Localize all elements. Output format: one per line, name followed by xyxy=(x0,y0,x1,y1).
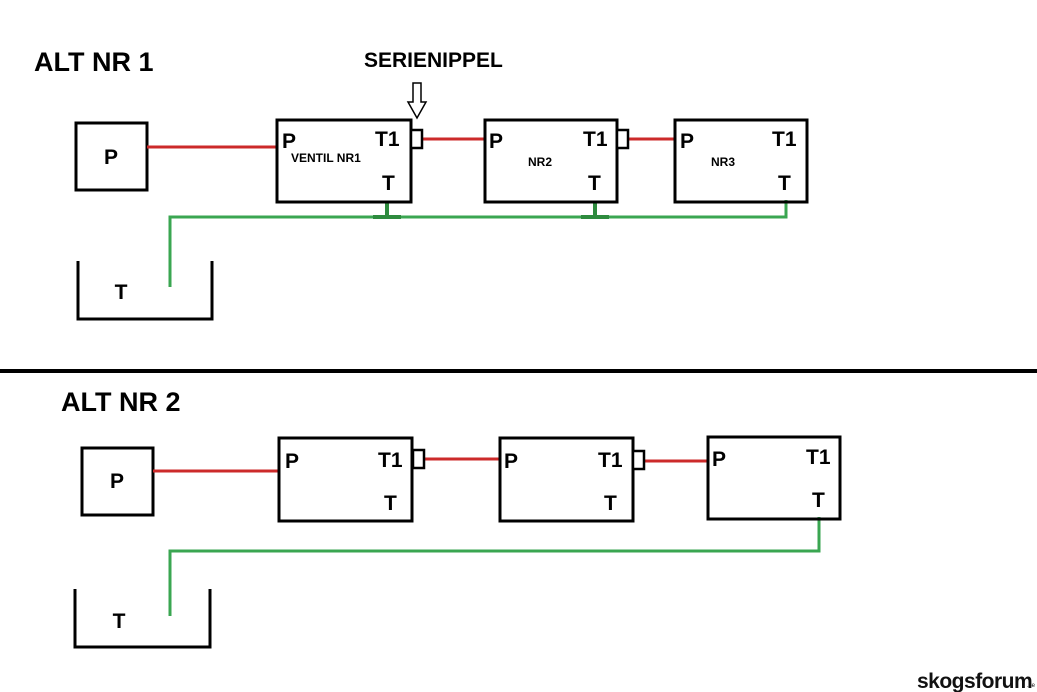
alt2-tank-label: T xyxy=(113,610,126,633)
alt2-valve-1-port-t1: T1 xyxy=(378,449,403,472)
alt2-return-line xyxy=(168,517,821,616)
alt1-tee-fitting-1 xyxy=(373,203,401,219)
alt2-valve-3-port-t1: T1 xyxy=(806,446,831,469)
watermark: skogsforum .se xyxy=(917,670,1036,692)
alt2-valve-3-port-p: P xyxy=(712,448,726,471)
alt2-pump-label: P xyxy=(110,470,124,493)
alt2-valve-2-port-t: T xyxy=(604,492,617,515)
alt1-valve-2-series-nipple xyxy=(615,128,630,150)
alt1-pump-box xyxy=(74,121,149,192)
alt2-valve-1-port-p: P xyxy=(285,450,299,473)
serienippel-callout-label: SERIENIPPEL xyxy=(364,49,503,72)
alt1-valve-1-box xyxy=(275,118,413,204)
alt2-valve-1: P T1 T xyxy=(277,436,426,523)
alt1-pump-label: P xyxy=(104,146,118,169)
alt1-tank-label: T xyxy=(115,281,128,304)
alt2-valve-3: P T1 T xyxy=(706,435,842,521)
alt2-tank xyxy=(73,589,212,649)
alt1-valve-1-series-nipple xyxy=(409,128,424,150)
alt2-pump-box xyxy=(80,446,155,517)
alt2-valve-1-series-nipple xyxy=(411,448,426,470)
alt2-valve-1-port-t: T xyxy=(384,492,397,515)
alt1-valve-1-port-t: T xyxy=(382,172,395,195)
alt2-valve-2-series-nipple xyxy=(631,449,646,471)
watermark-text: skogsforum xyxy=(917,670,1032,692)
alt2-title: ALT NR 2 xyxy=(61,387,181,417)
alt2-valve-2-box xyxy=(498,436,635,523)
watermark-suffix: .se xyxy=(1027,683,1036,689)
alt2-valve-3-box xyxy=(706,435,842,521)
alt1-valve-3-box xyxy=(673,118,809,204)
down-arrow-icon xyxy=(406,82,428,120)
alt1-title: ALT NR 1 xyxy=(34,47,154,77)
alt1-valve-2: P T1 T NR2 xyxy=(483,118,630,204)
alt1-tee-fitting-2 xyxy=(581,203,609,219)
alt1-valve-1-port-t1: T1 xyxy=(375,128,400,151)
alt1-valve-3-port-p: P xyxy=(680,130,694,153)
alt2-valve-2-port-t1: T1 xyxy=(598,449,623,472)
alt1-valve-2-name: NR2 xyxy=(528,155,552,169)
alt1-valve-2-port-t: T xyxy=(588,172,601,195)
alt1-valve-1-port-p: P xyxy=(282,130,296,153)
alt1-valve-2-box xyxy=(483,118,619,204)
alt1-tank xyxy=(76,261,214,321)
alt2-valve-2: P T1 T xyxy=(498,436,646,523)
alt1-valve-3-port-t: T xyxy=(778,172,791,195)
alt1-return-line xyxy=(168,200,788,287)
alt1-valve-2-port-p: P xyxy=(489,130,503,153)
alt1-section: ALT NR 1 SERIENIPPEL P T P T1 xyxy=(34,47,809,321)
alt2-section: ALT NR 2 P T P T1 T P T1 T xyxy=(61,387,842,649)
alt1-valve-1: P T1 T VENTIL NR1 xyxy=(275,118,424,204)
alt1-valve-3: P T1 T NR3 xyxy=(673,118,809,204)
alt2-valve-3-port-t: T xyxy=(812,489,825,512)
alt1-valve-2-port-t1: T1 xyxy=(583,128,608,151)
alt2-valve-1-box xyxy=(277,436,414,523)
alt1-valve-3-port-t1: T1 xyxy=(772,128,797,151)
alt1-valve-3-name: NR3 xyxy=(711,155,735,169)
alt2-valve-2-port-p: P xyxy=(504,450,518,473)
alt1-valve-1-name: VENTIL NR1 xyxy=(291,151,361,165)
